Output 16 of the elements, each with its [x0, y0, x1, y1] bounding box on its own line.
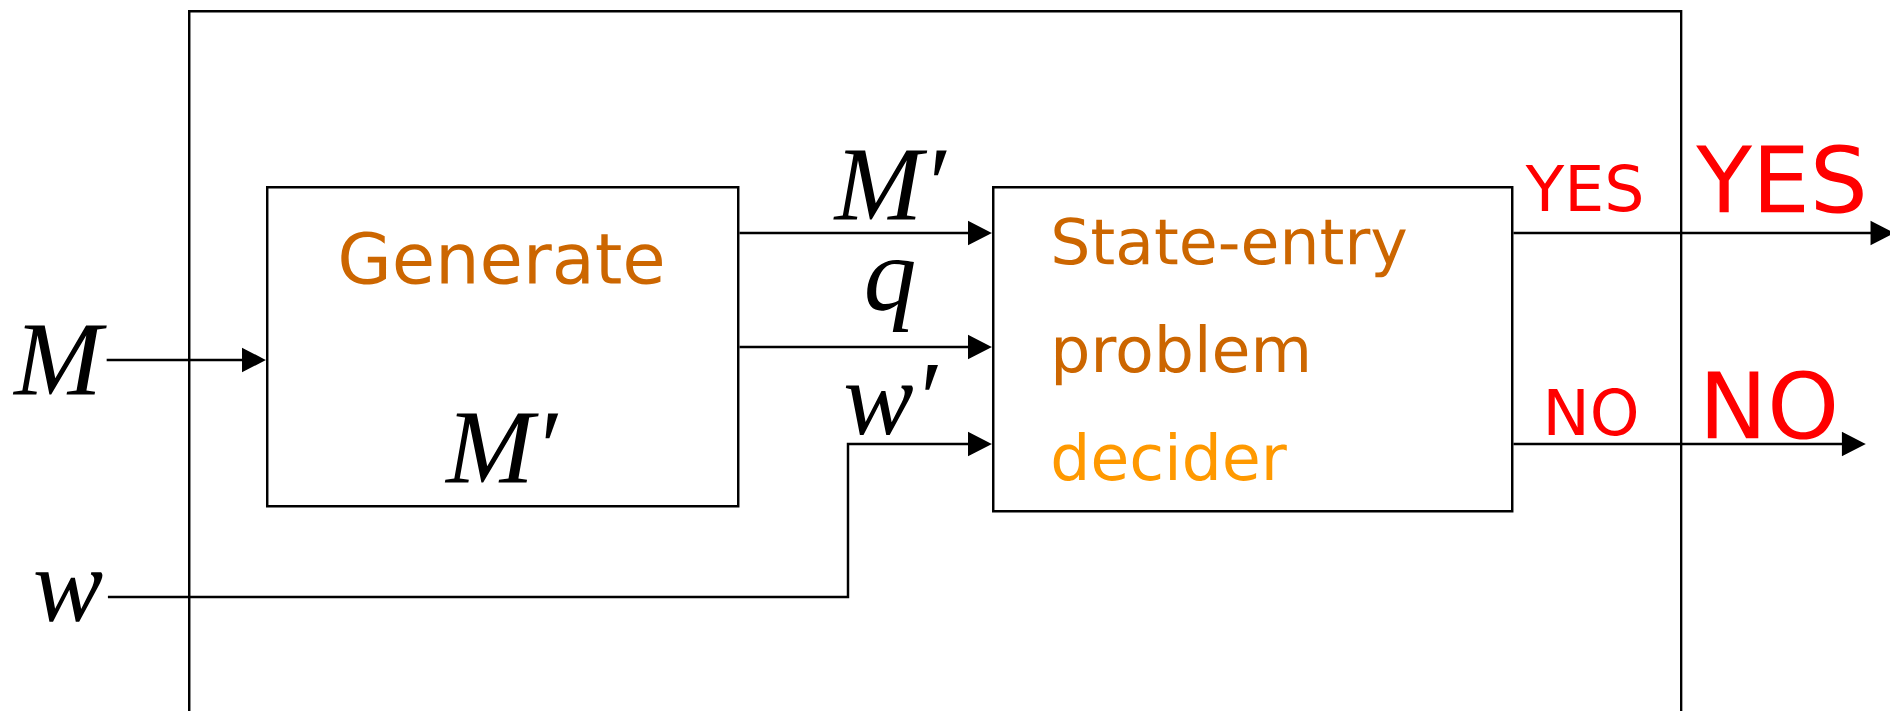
process-box — [266, 186, 740, 508]
box-title: State-entry problem — [1054, 217, 1406, 386]
edge-label: q — [867, 259, 914, 333]
box-title: Generate — [341, 231, 662, 285]
process-box — [992, 186, 1514, 513]
edge-label: NO — [1548, 388, 1636, 436]
box-formula: M′ — [444, 413, 559, 483]
edge-label: YES — [1525, 164, 1641, 212]
outer-box — [188, 10, 1683, 711]
edge-label: w′ — [845, 364, 938, 436]
input-label: w — [35, 572, 103, 622]
input-label: M — [12, 325, 107, 395]
output-label: NO — [1707, 370, 1835, 440]
output-label: YES — [1696, 144, 1863, 214]
box-subtitle: decider — [1053, 431, 1287, 481]
edge-label: M′ — [833, 150, 947, 220]
